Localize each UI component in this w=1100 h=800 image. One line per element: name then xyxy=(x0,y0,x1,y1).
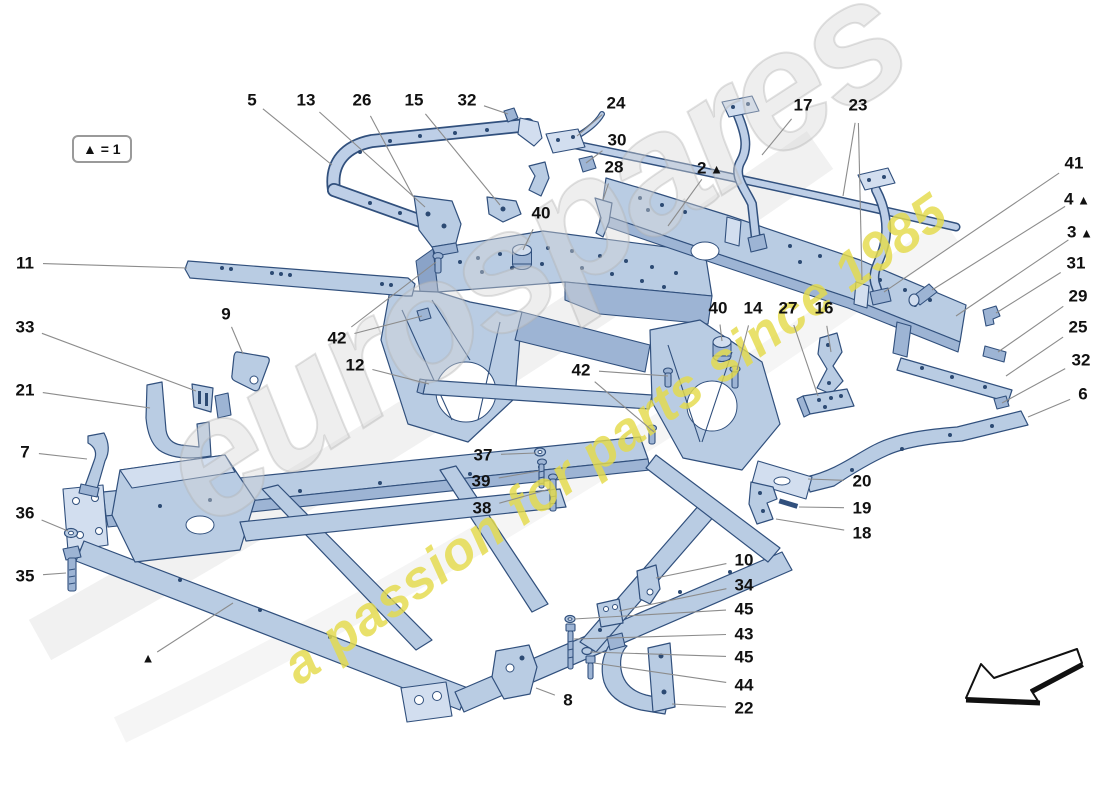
part-label-36[interactable]: 36 xyxy=(15,503,35,523)
part-bracket-18-19 xyxy=(748,481,799,525)
part-small-brackets-upper xyxy=(578,155,613,238)
part-lower-subframe xyxy=(62,436,793,723)
triangle-icon: ▲ xyxy=(706,161,723,177)
part-label-31[interactable]: 31 xyxy=(1066,253,1086,273)
part-bracket-16-27 xyxy=(796,332,855,418)
part-slat-12 xyxy=(416,378,653,410)
part-hardware-37-39-38 xyxy=(533,447,559,512)
part-label-25[interactable]: 25 xyxy=(1068,317,1088,337)
part-label-39[interactable]: 39 xyxy=(471,471,491,491)
part-label-21[interactable]: 21 xyxy=(15,380,35,400)
part-label-38[interactable]: 38 xyxy=(472,498,492,518)
part-right-small-parts xyxy=(896,283,1013,410)
part-lower-right-hardware xyxy=(491,564,676,715)
part-label-24[interactable]: 24 xyxy=(606,93,626,113)
triangle-marker: ▲ xyxy=(142,651,155,666)
part-label-8[interactable]: 8 xyxy=(563,690,573,710)
part-label-32[interactable]: 32 xyxy=(1071,350,1091,370)
part-label-15[interactable]: 15 xyxy=(404,90,424,110)
part-label-18[interactable]: 18 xyxy=(852,523,872,543)
part-label-40[interactable]: 40 xyxy=(531,203,551,223)
part-label-9[interactable]: 9 xyxy=(221,304,231,324)
part-label-44[interactable]: 44 xyxy=(734,675,754,695)
triangle-icon: ▲ xyxy=(1076,225,1093,241)
part-left-small-parts xyxy=(62,260,416,592)
part-label-10[interactable]: 10 xyxy=(734,550,754,570)
part-label-42[interactable]: 42 xyxy=(571,360,591,380)
part-label-45[interactable]: 45 xyxy=(734,599,754,619)
part-label-17[interactable]: 17 xyxy=(793,95,813,115)
part-label-14[interactable]: 14 xyxy=(743,298,763,318)
legend-box: ▲ = 1 xyxy=(72,135,132,163)
part-label-37[interactable]: 37 xyxy=(473,445,493,465)
part-label-16[interactable]: 16 xyxy=(814,298,834,318)
part-label-32[interactable]: 32 xyxy=(457,90,477,110)
direction-arrow-icon xyxy=(965,648,1084,706)
part-label-26[interactable]: 26 xyxy=(352,90,372,110)
part-label-27[interactable]: 27 xyxy=(778,298,798,318)
part-label-3[interactable]: 3 ▲ xyxy=(1067,222,1093,242)
part-label-40[interactable]: 40 xyxy=(708,298,728,318)
part-label-30[interactable]: 30 xyxy=(607,130,627,150)
part-label-13[interactable]: 13 xyxy=(296,90,316,110)
triangle-icon: ▲ xyxy=(1073,192,1090,208)
part-label-35[interactable]: 35 xyxy=(15,566,35,586)
part-label-22[interactable]: 22 xyxy=(734,698,754,718)
part-label-12[interactable]: 12 xyxy=(345,355,365,375)
part-label-43[interactable]: 43 xyxy=(734,624,754,644)
part-label-23[interactable]: 23 xyxy=(848,95,868,115)
part-label-29[interactable]: 29 xyxy=(1068,286,1088,306)
part-label-33[interactable]: 33 xyxy=(15,317,35,337)
part-label-42[interactable]: 42 xyxy=(327,328,347,348)
part-centre-structure xyxy=(380,230,781,471)
part-label-4[interactable]: 4 ▲ xyxy=(1064,189,1090,209)
part-hoop xyxy=(326,107,550,257)
part-label-20[interactable]: 20 xyxy=(852,471,872,491)
part-label-28[interactable]: 28 xyxy=(604,157,624,177)
part-label-11[interactable]: 11 xyxy=(16,253,34,273)
part-label-2[interactable]: 2 ▲ xyxy=(697,158,723,178)
part-label-45[interactable]: 45 xyxy=(734,647,754,667)
part-label-7[interactable]: 7 xyxy=(20,442,30,462)
triangle-icon: ▲ xyxy=(141,650,155,666)
part-label-41[interactable]: 41 xyxy=(1064,153,1084,173)
part-label-6[interactable]: 6 xyxy=(1078,384,1088,404)
part-label-19[interactable]: 19 xyxy=(852,498,872,518)
part-label-34[interactable]: 34 xyxy=(734,575,754,595)
part-label-5[interactable]: 5 xyxy=(247,90,257,110)
part-rail-20-6 xyxy=(751,410,1029,500)
